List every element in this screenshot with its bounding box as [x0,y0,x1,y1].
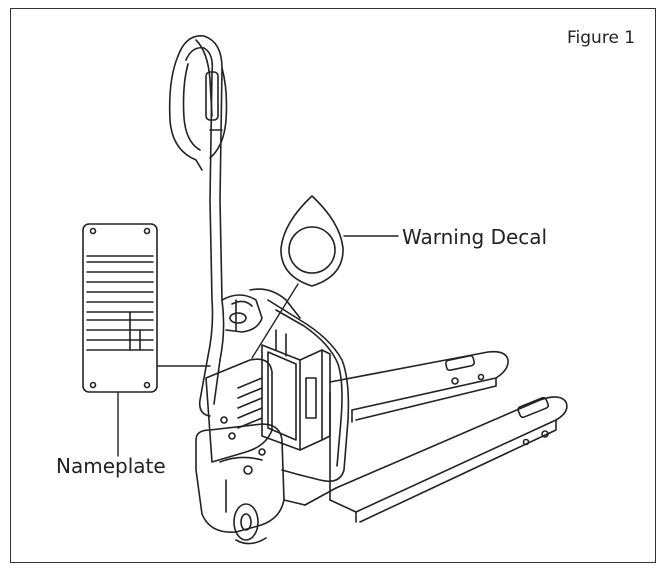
figure-number-label: Figure 1 [567,28,636,48]
forks [304,350,568,523]
warning-decal-label: Warning Decal [402,225,548,249]
nameplate-graphic [82,223,211,457]
nameplate-label: Nameplate [56,454,166,478]
chassis [195,288,350,545]
warning-decal-graphic [251,195,399,359]
tiller-handle [168,35,263,417]
figure-frame [10,8,656,563]
